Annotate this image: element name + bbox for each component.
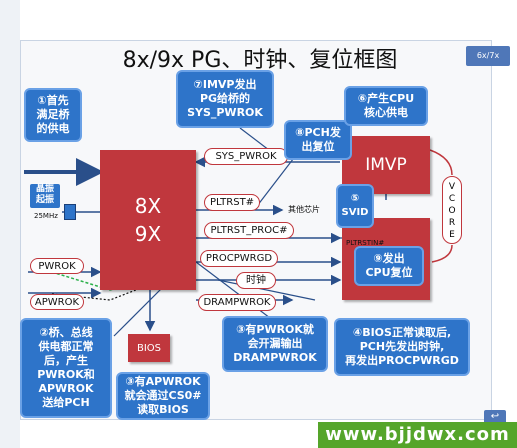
callout-step2: ②桥、总线 供电都正常 后，产生 PWROK和 APWROK 送给PCH <box>20 318 112 418</box>
svid-label: SVID <box>341 207 369 218</box>
pltrst-proc-signal: PLTRST_PROC# <box>204 222 294 239</box>
callout-text: APWROK <box>38 382 94 395</box>
callout-step7: ⑦IMVP发出 PG给桥的 SYS_PWROK <box>176 70 274 128</box>
pwrok-signal: PWROK <box>30 258 84 274</box>
callout-text: ③有PWROK就 <box>236 323 314 336</box>
drampwrok-signal: DRAMPWROK <box>198 294 276 311</box>
callout-step1: ①首先 满足桥 的供电 <box>24 88 82 142</box>
corner-tag[interactable]: 6x/7x <box>466 46 510 66</box>
crystal-line2: 起振 <box>35 195 54 205</box>
crystal-label: 晶振 起振 <box>30 184 60 208</box>
callout-text: PG给桥的 <box>199 92 251 105</box>
callout-text: 读取BIOS <box>137 403 189 416</box>
callout-step8: ⑧PCH发 出复位 <box>284 120 352 160</box>
bios-label: BIOS <box>136 342 162 354</box>
callout-text: PWROK和 <box>37 368 95 381</box>
callout-text: 后，产生 <box>44 354 88 367</box>
other-chips-label: 其他芯片 <box>288 205 320 214</box>
vcore-cpu-line <box>431 244 453 263</box>
vcore-char: C <box>448 194 456 204</box>
callout-text: 送给PCH <box>42 396 90 409</box>
callout-text: ⑤ <box>350 193 360 204</box>
crystal-freq: 25MHz <box>34 212 58 220</box>
pch-line2: 9X <box>134 222 162 246</box>
vcore-char: E <box>449 230 455 240</box>
callout-text: SYS_PWROK <box>187 106 263 119</box>
callout-step6: ⑥产生CPU 核心供电 <box>344 86 428 126</box>
callout-text: DRAMPWROK <box>233 351 317 364</box>
callout-text: ②桥、总线 <box>39 326 93 339</box>
callout-text: ⑧PCH发 <box>295 126 341 139</box>
diagram-title: 8x/9x PG、时钟、复位框图 <box>122 48 398 73</box>
pointer-c4 <box>217 279 316 301</box>
apwrok-signal: APWROK <box>30 294 84 310</box>
callout-text: 供电都正常 <box>38 340 94 353</box>
callout-text: 核心供电 <box>364 106 408 119</box>
imvp-label: IMVP <box>365 155 407 175</box>
left-sidebar <box>0 0 20 448</box>
callout-step3-bios: ③有APWROK 就会通过CS0# 读取BIOS <box>116 372 210 420</box>
callout-text: ⑨发出 <box>373 252 405 265</box>
site-watermark: www.bjjdwx.com <box>318 422 517 448</box>
clock-signal: 时钟 <box>236 272 276 289</box>
callout-step4: ④BIOS正常读取后, PCH先发出时钟, 再发出PROCPWRGD <box>334 318 470 376</box>
vcore-char: V <box>448 182 456 192</box>
callout-text: 的供电 <box>36 122 70 135</box>
callout-text: 就会通过CS0# <box>124 389 202 402</box>
callout-text: 出复位 <box>301 140 335 153</box>
callout-text: 满足桥 <box>36 108 70 121</box>
pltrstin-label: PLTRSTIN# <box>346 239 385 247</box>
sys-pwrok-signal: SYS_PWROK <box>204 148 288 165</box>
return-icon[interactable]: ↩ <box>484 410 506 424</box>
pltrst-signal: PLTRST# <box>204 194 260 211</box>
callout-text: ⑦IMVP发出 <box>193 78 257 91</box>
vcore-label: V C O R E <box>442 176 462 244</box>
vcore-char: R <box>448 218 456 228</box>
callout-step3-drampwrok: ③有PWROK就 会开漏输出 DRAMPWROK <box>222 316 328 372</box>
bios-block[interactable]: BIOS <box>128 334 170 362</box>
callout-text: ①首先 <box>37 94 69 107</box>
imvp-vcore-line <box>429 149 453 176</box>
callout-text: ③有APWROK <box>125 375 201 388</box>
pch-block[interactable]: 8X 9X <box>100 150 196 290</box>
callout-text: PCH先发出时钟, <box>359 340 445 353</box>
crystal-line1: 晶振 <box>35 184 54 194</box>
procpwrgd-signal: PROCPWRGD <box>200 250 278 267</box>
crystal-icon <box>64 204 76 220</box>
callout-text: ④BIOS正常读取后, <box>352 326 452 339</box>
vcore-char: O <box>448 206 456 216</box>
callout-text: ⑥产生CPU <box>357 92 415 105</box>
pointer-c8 <box>253 149 301 211</box>
callout-text: CPU复位 <box>365 266 413 279</box>
pch-line1: 8X <box>134 194 162 218</box>
callout-text: 会开漏输出 <box>247 337 303 350</box>
callout-step5-svid: ⑤ SVID <box>336 184 374 228</box>
callout-text: 再发出PROCPWRGD <box>345 354 459 367</box>
callout-step9: ⑨发出 CPU复位 <box>354 246 424 286</box>
